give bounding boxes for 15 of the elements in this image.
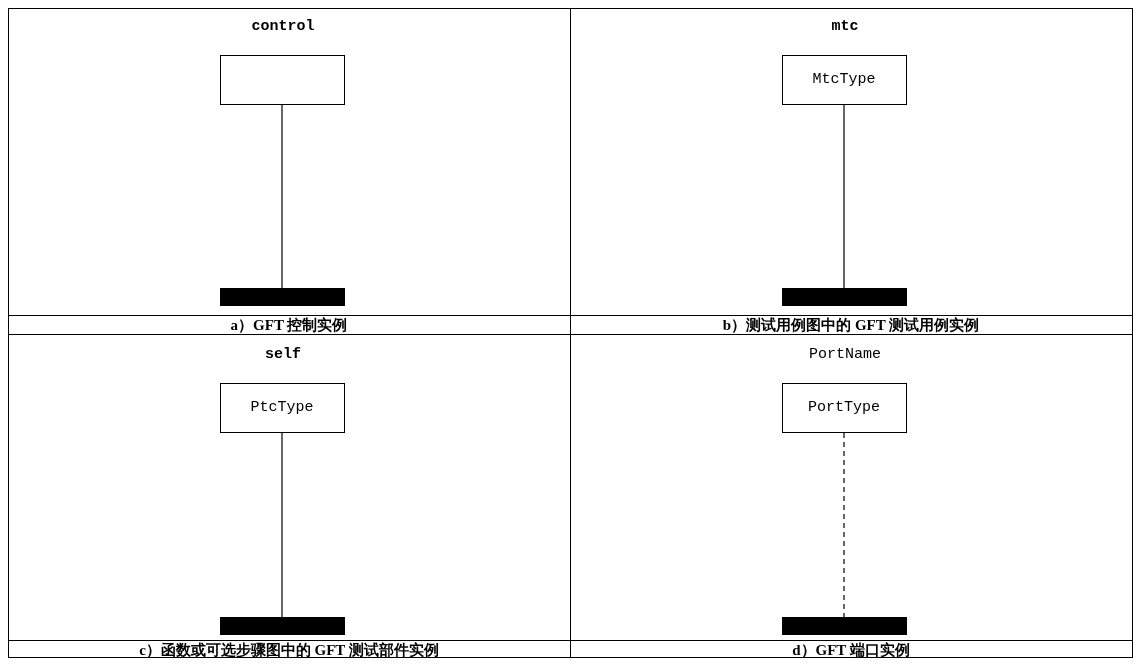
lifeline [281, 104, 283, 289]
instance-end-bar [781, 288, 907, 306]
lifeline [843, 432, 845, 618]
instance-name: mtc [831, 18, 859, 36]
component-type: PtcType [250, 397, 314, 418]
instance-end-bar [781, 617, 907, 635]
component-type: MtcType [812, 69, 876, 90]
lifeline [843, 104, 845, 289]
instance-name: control [251, 18, 315, 36]
instance-end-bar [219, 288, 345, 306]
instance-name: self [265, 346, 301, 364]
instance-name: PortName [809, 346, 881, 364]
component-type: PortType [808, 397, 880, 418]
lifeline [281, 432, 283, 618]
instance-end-bar [219, 617, 345, 635]
